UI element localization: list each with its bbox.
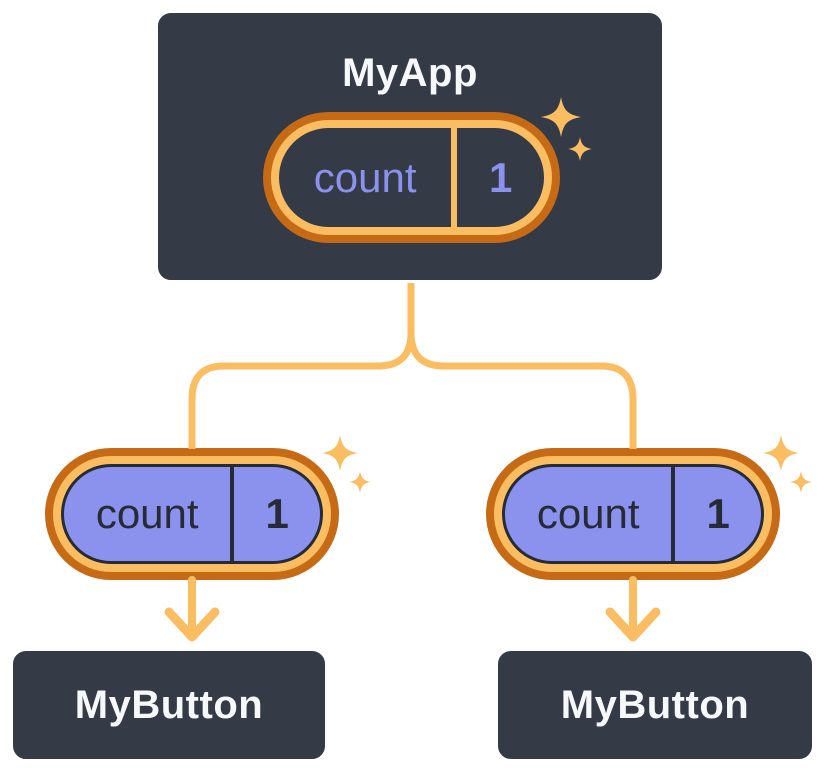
props-pill-right: count 1 — [486, 448, 780, 580]
pill-body: count 1 — [502, 464, 764, 564]
sparkle-icon — [322, 435, 358, 471]
mybutton-title: MyButton — [74, 682, 264, 727]
pill-inner-ring: count 1 — [494, 456, 772, 572]
prop-value-label: 1 — [265, 490, 289, 537]
pill-body: count 1 — [279, 128, 544, 227]
sparkle-icon — [349, 471, 371, 493]
branch-left-connector — [188, 283, 415, 449]
prop-value-label: 1 — [706, 490, 730, 537]
state-value-label: 1 — [488, 153, 513, 201]
state-name-label: count — [313, 153, 417, 201]
pill-divider — [451, 128, 458, 227]
arrow-down-left — [164, 576, 220, 642]
pill-body: count 1 — [61, 464, 323, 564]
prop-name-label: count — [95, 490, 199, 537]
arrow-down-right — [605, 576, 661, 642]
pill-divider — [230, 467, 235, 561]
props-pill-left: count 1 — [45, 448, 339, 580]
mybutton-title: MyButton — [560, 682, 750, 727]
mybutton-node-right: MyButton — [495, 648, 815, 762]
mybutton-node-left: MyButton — [10, 648, 328, 762]
myapp-title: MyApp — [342, 51, 478, 95]
pill-divider — [671, 467, 676, 561]
sparkle-icon — [790, 471, 812, 493]
pill-inner-ring: count 1 — [271, 120, 552, 235]
myapp-state-pill: count 1 — [263, 112, 560, 243]
prop-name-label: count — [536, 490, 640, 537]
sparkle-icon — [763, 435, 799, 471]
pill-inner-ring: count 1 — [53, 456, 331, 572]
branch-right-connector — [407, 283, 637, 449]
